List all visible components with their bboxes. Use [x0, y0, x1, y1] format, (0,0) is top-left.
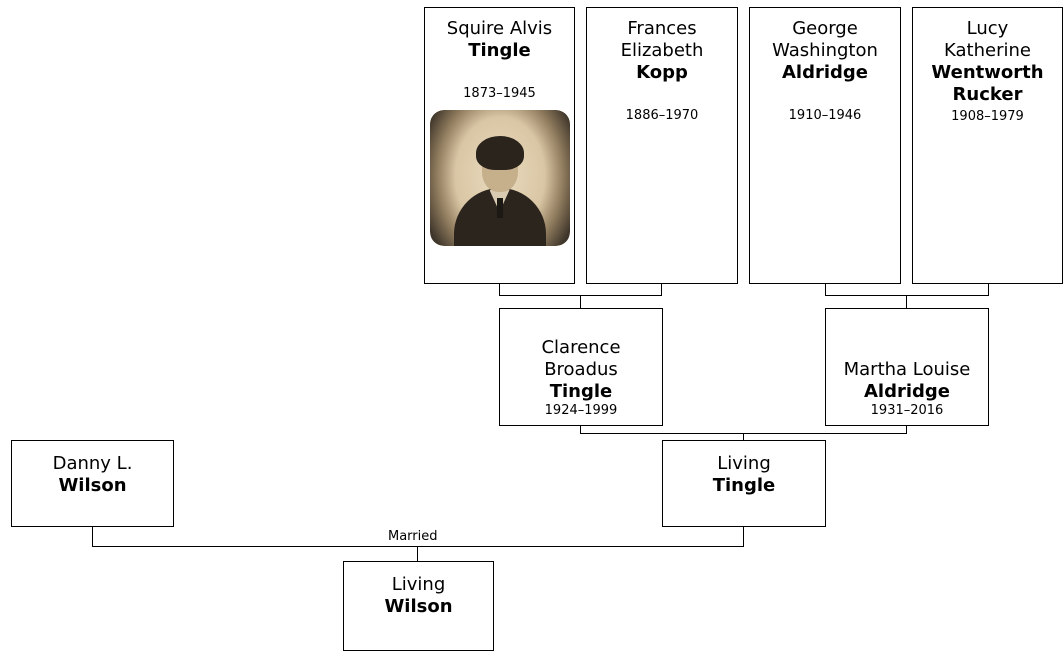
marriage-line — [92, 546, 744, 547]
given-name: George Washington — [772, 18, 878, 61]
surname: Wentworth Rucker — [931, 62, 1044, 105]
life-dates: 1924–1999 — [544, 403, 618, 418]
connector-line — [743, 433, 744, 440]
given-name: Living — [717, 453, 771, 474]
connector-line — [988, 284, 989, 295]
connector-line — [906, 426, 907, 434]
given-name: Clarence Broadus — [541, 337, 621, 380]
person-card-living-tingle[interactable]: Living Tingle — [662, 440, 826, 527]
connector-line — [417, 546, 418, 561]
married-label: Married — [388, 529, 438, 544]
life-dates: 1873–1945 — [463, 86, 536, 101]
connector-line — [825, 295, 989, 296]
person-card-squire-alvis-tingle[interactable]: Squire Alvis Tingle 1873–1945 — [424, 7, 575, 284]
connector-line — [580, 426, 581, 434]
surname: Tingle — [712, 475, 776, 496]
person-card-clarence-broadus-tingle[interactable]: Clarence Broadus Tingle 1924–1999 — [499, 308, 663, 426]
portrait-photo — [429, 110, 570, 246]
life-dates: 1886–1970 — [625, 108, 699, 123]
person-card-danny-l-wilson[interactable]: Danny L. Wilson — [11, 440, 174, 527]
surname: Aldridge — [781, 62, 868, 83]
person-card-lucy-katherine-wentworth-rucker[interactable]: Lucy Katherine Wentworth Rucker 1908–197… — [912, 7, 1063, 284]
life-dates: 1908–1979 — [951, 109, 1024, 124]
connector-line — [580, 295, 581, 308]
person-card-martha-louise-aldridge[interactable]: Martha Louise Aldridge 1931–2016 — [825, 308, 989, 426]
surname: Kopp — [636, 62, 688, 83]
surname: Wilson — [58, 475, 127, 496]
given-name: Frances Elizabeth — [620, 18, 704, 61]
life-dates: 1910–1946 — [788, 108, 862, 123]
connector-line — [92, 527, 93, 547]
person-card-george-washington-aldridge[interactable]: George Washington Aldridge 1910–1946 — [749, 7, 901, 284]
surname: Tingle — [549, 381, 613, 402]
surname: Tingle — [468, 40, 531, 61]
connector-line — [825, 284, 826, 295]
given-name: Squire Alvis — [446, 18, 553, 39]
given-name: Martha Louise — [843, 359, 971, 380]
person-card-frances-elizabeth-kopp[interactable]: Frances Elizabeth Kopp 1886–1970 — [586, 7, 738, 284]
surname: Aldridge — [863, 381, 950, 402]
given-name: Danny L. — [52, 453, 133, 474]
connector-line — [743, 527, 744, 547]
given-name: Living — [391, 574, 446, 595]
connector-line — [499, 284, 500, 295]
given-name: Lucy Katherine — [944, 18, 1031, 61]
person-card-living-wilson[interactable]: Living Wilson — [343, 561, 494, 651]
connector-line — [906, 295, 907, 308]
surname: Wilson — [384, 596, 453, 617]
life-dates: 1931–2016 — [870, 403, 944, 418]
connector-line — [661, 284, 662, 295]
